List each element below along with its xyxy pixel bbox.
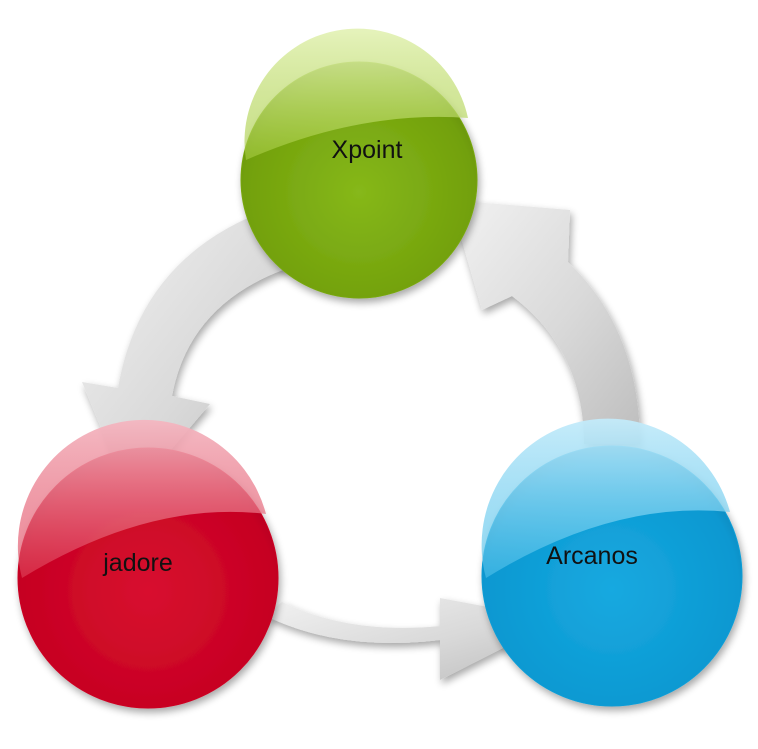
node-gloss	[244, 28, 468, 160]
node-xpoint: Xpoint	[240, 28, 478, 299]
node-label: Arcanos	[546, 542, 638, 570]
arrow-right-to-top	[450, 200, 640, 444]
arrow-left-to-right	[266, 598, 558, 680]
node-gloss	[17, 419, 267, 578]
node-arcanos: Arcanos	[481, 418, 743, 707]
node-jadore: jadore	[17, 419, 279, 709]
node-label: jadore	[102, 549, 173, 577]
node-gloss	[481, 418, 730, 578]
node-label: Xpoint	[332, 136, 403, 164]
